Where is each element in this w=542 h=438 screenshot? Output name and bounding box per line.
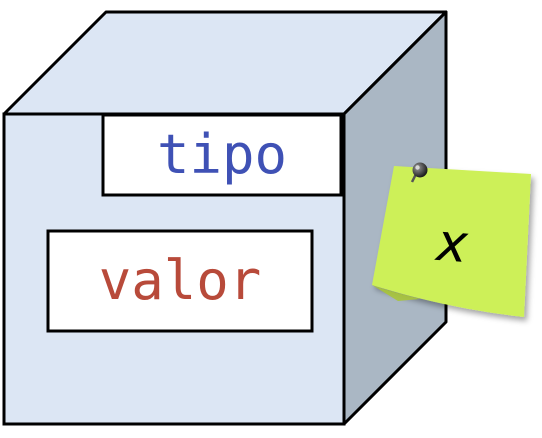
sticky-note-icon: [372, 166, 531, 317]
type-label-box: [101, 113, 343, 197]
pushpin-icon: [410, 162, 428, 183]
value-label-box: [46, 229, 314, 333]
